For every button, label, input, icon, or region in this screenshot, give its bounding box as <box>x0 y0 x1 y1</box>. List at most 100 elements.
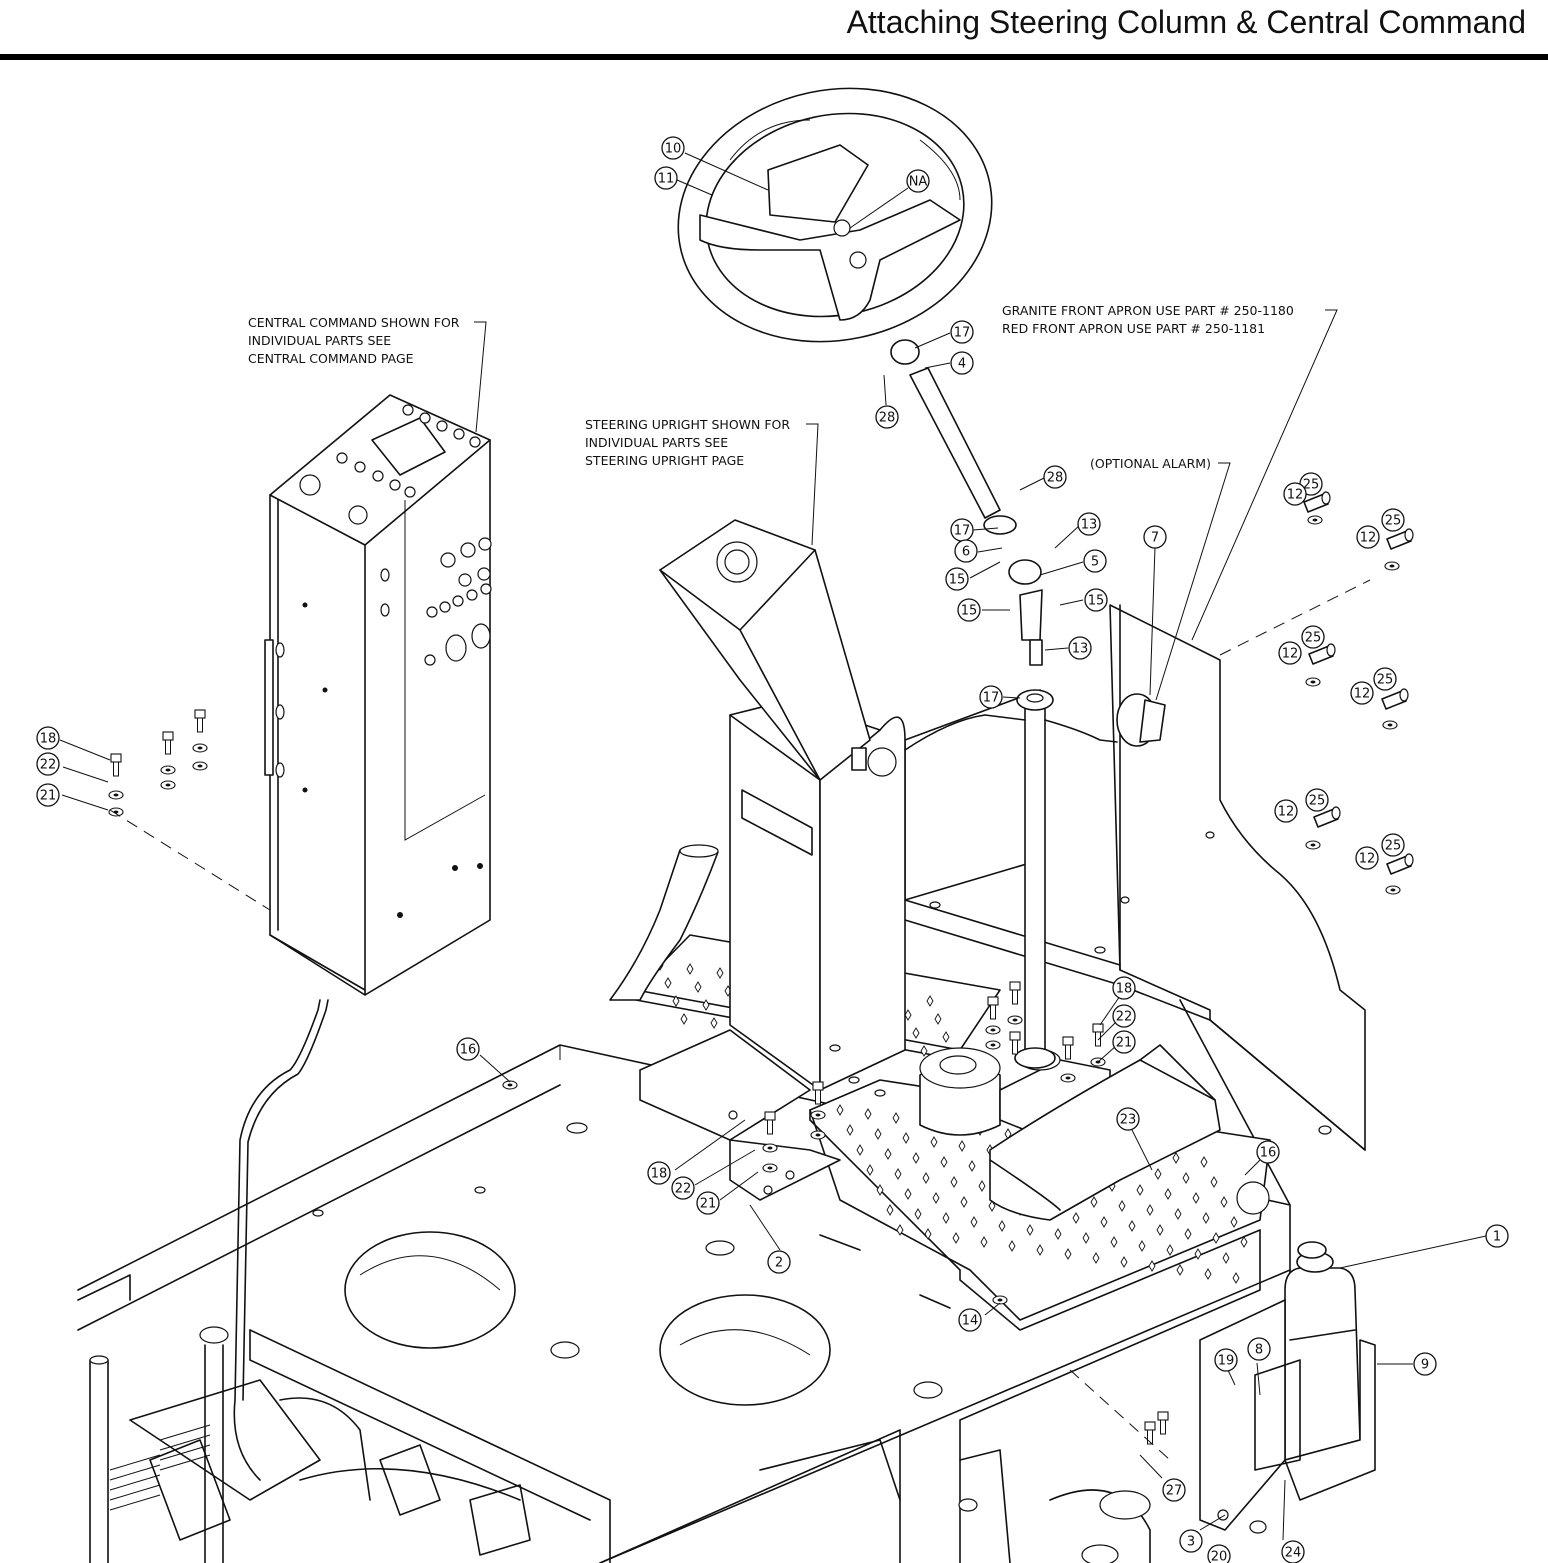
tread-diamond <box>1154 1168 1162 1180</box>
tread-diamond <box>1148 1260 1156 1272</box>
callout-3: 3 <box>1179 1529 1203 1553</box>
bolt <box>194 709 206 733</box>
callout-13: 13 <box>1077 512 1101 536</box>
callout-28: 28 <box>875 405 899 429</box>
callout-17: 17 <box>979 685 1003 709</box>
optional-alarm <box>904 693 1166 751</box>
bolt <box>1157 1411 1169 1435</box>
tread-diamond <box>892 1112 900 1124</box>
washer <box>992 1295 1008 1305</box>
frame-cutout-left <box>344 1231 516 1349</box>
callout-label: 13 <box>1081 518 1098 533</box>
tread-diamond <box>1240 1236 1248 1248</box>
callout-4: 4 <box>950 351 974 375</box>
tread-diamond <box>904 1188 912 1200</box>
central-command-box <box>264 394 492 996</box>
callout-label: 18 <box>651 1167 668 1182</box>
callout-label: 14 <box>962 1314 979 1329</box>
note-apron-line-2: RED FRONT APRON USE PART # 250-1181 <box>1002 321 1265 336</box>
tread-diamond <box>942 1031 950 1043</box>
callout-label: 22 <box>40 758 57 773</box>
header-rule <box>0 54 1548 60</box>
callout-label: 28 <box>879 411 896 426</box>
assembly-lines <box>109 579 1371 1461</box>
tread-diamond <box>1202 1212 1210 1224</box>
tread-diamond <box>846 1124 854 1136</box>
callout-12: 12 <box>1350 681 1374 705</box>
washer <box>160 765 176 775</box>
bolt <box>1092 1023 1104 1047</box>
callout-11: 11 <box>654 166 678 190</box>
callout-23: 23 <box>1116 1107 1140 1131</box>
tread-diamond <box>1204 1268 1212 1280</box>
callout-6: 6 <box>954 539 978 563</box>
tread-diamond <box>1072 1212 1080 1224</box>
callout-8: 8 <box>1247 1337 1271 1361</box>
callout-label: 17 <box>954 524 971 539</box>
callout-label: 5 <box>1091 555 1099 570</box>
clevis-pin <box>1303 491 1331 513</box>
tread-diamond <box>904 1009 912 1021</box>
tread-diamond <box>866 1164 874 1176</box>
washer <box>1382 720 1398 730</box>
tread-diamond <box>1156 1224 1164 1236</box>
handle-tube <box>609 849 719 1001</box>
tread-diamond <box>1064 1248 1072 1260</box>
tread-diamond <box>864 1108 872 1120</box>
washer <box>108 790 124 800</box>
callout-label: 23 <box>1120 1113 1137 1128</box>
callout-24: 24 <box>1281 1540 1305 1563</box>
tread-diamond <box>1164 1188 1172 1200</box>
note-su-line-3: STEERING UPRIGHT PAGE <box>585 453 744 468</box>
note-optional-alarm: (OPTIONAL ALARM) <box>1090 456 1211 471</box>
callout-7: 7 <box>1143 525 1167 549</box>
washer <box>1060 1073 1076 1083</box>
note-su-line-2: INDIVIDUAL PARTS SEE <box>585 435 728 450</box>
callout-12: 12 <box>1356 525 1380 549</box>
callout-label: 16 <box>460 1043 477 1058</box>
tread-diamond <box>926 995 934 1007</box>
callout-label: 7 <box>1151 531 1159 546</box>
command-display <box>371 417 446 476</box>
tread-diamond <box>1192 1192 1200 1204</box>
callout-label: 18 <box>40 732 57 747</box>
tread-diamond <box>970 1216 978 1228</box>
tread-diamond <box>1120 1256 1128 1268</box>
callout-25: 25 <box>1381 833 1405 857</box>
callout-label: 21 <box>700 1197 717 1212</box>
clevis-pin <box>1313 806 1341 828</box>
clevis-pin <box>1308 643 1336 665</box>
callout-label: 21 <box>40 789 57 804</box>
leader-lines <box>59 152 1487 1541</box>
tread-diamond <box>1146 1204 1154 1216</box>
callout-label: 25 <box>1305 631 1322 646</box>
callout-label: 15 <box>949 573 966 588</box>
callout-label: 25 <box>1377 673 1394 688</box>
tread-diamond <box>1128 1220 1136 1232</box>
tread-diamond <box>1138 1240 1146 1252</box>
tread-diamond <box>694 981 702 993</box>
callout-25: 25 <box>1381 508 1405 532</box>
tread-diamond <box>886 1204 894 1216</box>
callout-label: 9 <box>1421 1358 1429 1373</box>
bolt <box>1062 1036 1074 1060</box>
tread-diamond <box>680 1013 688 1025</box>
bolt <box>162 731 174 755</box>
tread-diamond <box>902 1132 910 1144</box>
washer <box>1385 885 1401 895</box>
tread-diamond <box>1176 1264 1184 1276</box>
washer <box>1384 561 1400 571</box>
tread-diamond <box>988 1200 996 1212</box>
tread-diamond <box>934 1013 942 1025</box>
callout-12: 12 <box>1355 846 1379 870</box>
note-apron: GRANITE FRONT APRON USE PART # 250-1180 … <box>1002 303 1294 336</box>
bolt <box>110 753 122 777</box>
tread-diamond <box>1118 1200 1126 1212</box>
clevis-pin <box>1386 853 1414 875</box>
callout-label: 4 <box>958 357 966 372</box>
tread-diamond <box>1100 1216 1108 1228</box>
tread-diamond <box>1230 1216 1238 1228</box>
callout-15: 15 <box>957 598 981 622</box>
bolt <box>1009 981 1021 1005</box>
